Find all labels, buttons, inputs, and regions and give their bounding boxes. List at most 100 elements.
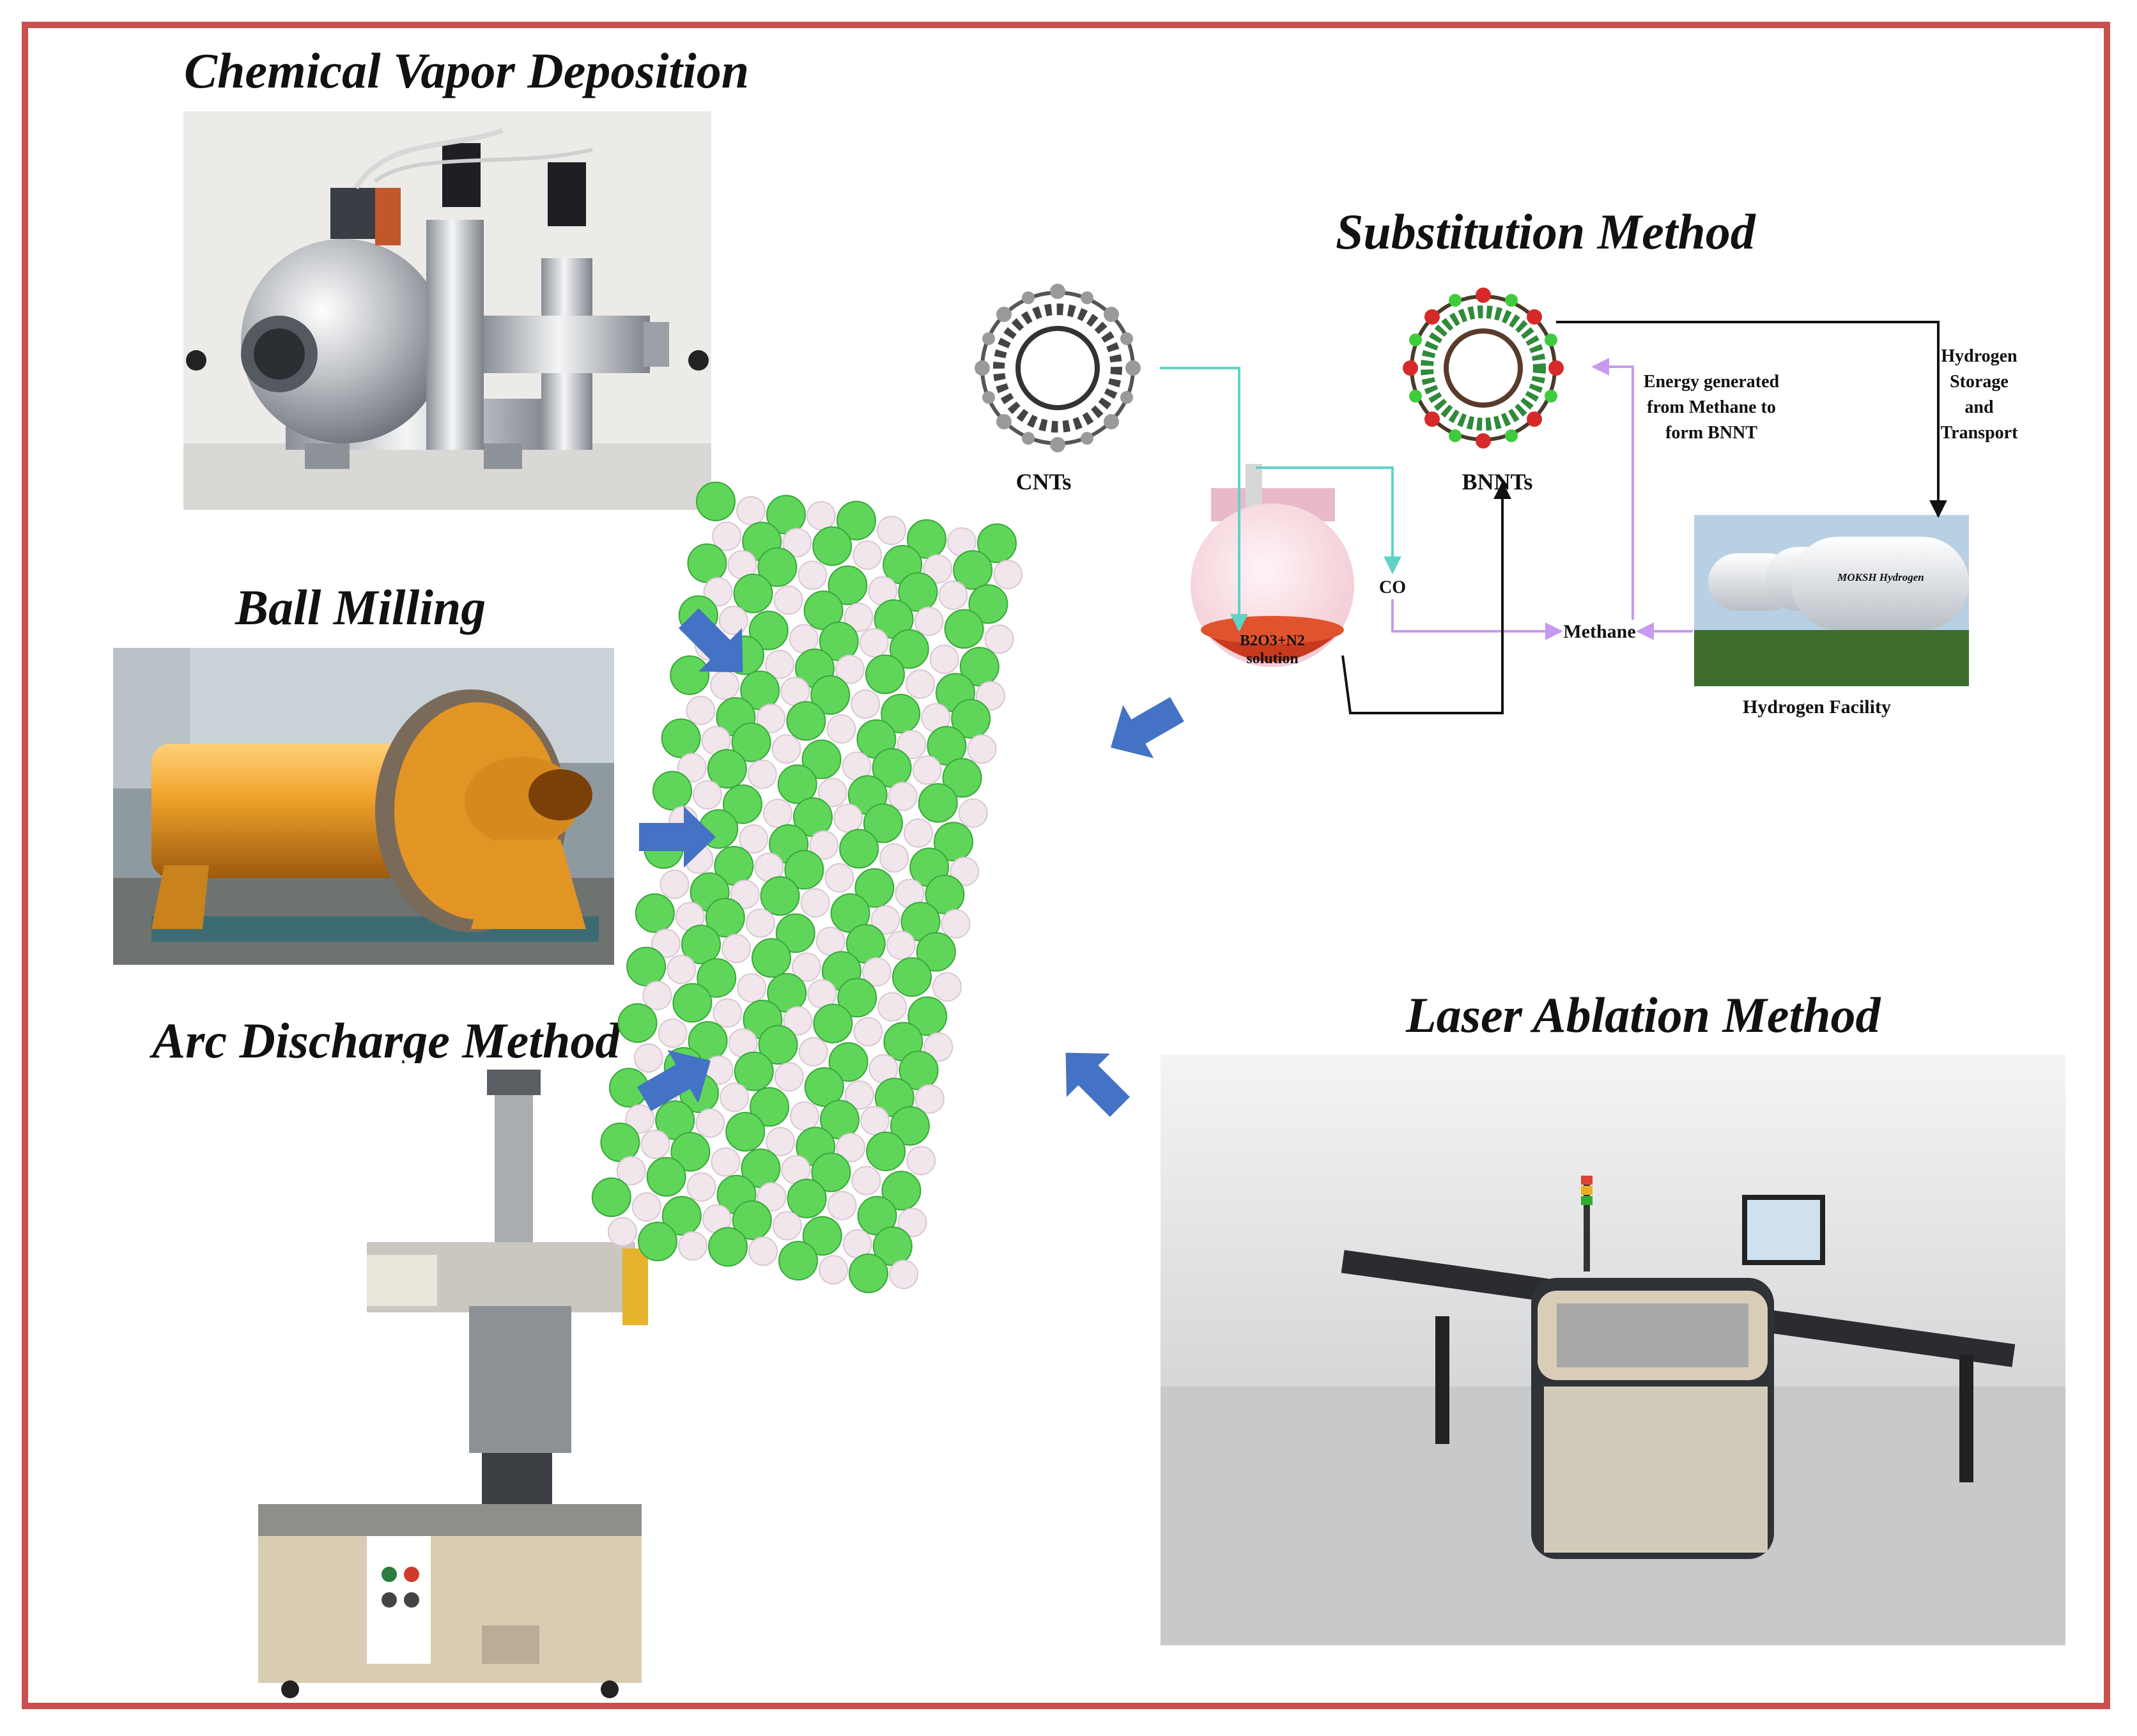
nitrogen-atom [833, 803, 863, 833]
boron-atom [953, 550, 993, 590]
boron-atom [889, 629, 929, 669]
boron-atom [812, 526, 852, 566]
nitrogen-atom [904, 818, 933, 848]
nitrogen-atom [889, 1259, 918, 1289]
boron-atom [839, 829, 879, 869]
nitrogen-atom [844, 603, 874, 633]
nitrogen-atom [763, 799, 792, 828]
boron-atom [927, 726, 967, 766]
boron-atom [760, 876, 800, 916]
nitrogen-atom [686, 1172, 716, 1202]
boron-atom [813, 1003, 853, 1043]
boron-atom [801, 739, 842, 780]
hydrogen-label-line3: and [1964, 397, 1994, 417]
boron-atom [752, 938, 791, 978]
nitrogen-atom [678, 1231, 707, 1261]
laser-ablation-machine-image [1161, 1054, 2065, 1645]
nitrogen-atom [757, 1182, 787, 1212]
boron-atom [757, 547, 798, 587]
boron-atom [866, 1132, 906, 1171]
boron-atom [734, 1051, 774, 1091]
boron-atom [670, 655, 710, 695]
boron-atom [968, 584, 1008, 624]
nitrogen-atom [800, 888, 830, 918]
nitrogen-atom [739, 824, 769, 854]
boron-atom [828, 1042, 868, 1082]
nitrogen-atom [736, 496, 766, 526]
nitrogen-atom [879, 843, 909, 873]
nitrogen-atom [651, 928, 681, 958]
nitrogen-atom [721, 933, 751, 964]
nitrogen-atom [844, 1080, 874, 1110]
boron-atom [652, 771, 692, 811]
nitrogen-atom [941, 909, 971, 939]
boron-atom [707, 749, 747, 789]
nitrogen-atom [888, 781, 918, 811]
nitrogen-atom [798, 560, 828, 590]
boron-atom [748, 610, 789, 650]
nitrogen-atom [772, 1211, 802, 1241]
boron-atom [775, 913, 815, 953]
nitrogen-atom [792, 952, 821, 982]
nitrogen-atom [712, 521, 742, 551]
boron-atom [959, 647, 999, 687]
nitrogen-atom [807, 979, 837, 1009]
nitrogen-atom [877, 992, 907, 1022]
cvd-apparatus-image [183, 111, 711, 510]
nitrogen-atom [711, 1147, 741, 1177]
boron-atom [854, 868, 895, 908]
boron-atom [892, 957, 932, 997]
boron-atom [758, 1025, 798, 1065]
substitution-method-diagram: MOKSH Hydrogen CNTs BNNTs CO Methane B2O… [960, 272, 2034, 727]
boron-atom [777, 764, 817, 804]
solution-label-line1: B2O3+N2 [1240, 633, 1305, 649]
nitrogen-atom [897, 730, 927, 760]
cnt-tube-icon [975, 284, 1141, 452]
boron-atom [810, 675, 851, 715]
boron-atom [837, 500, 876, 541]
boron-atom [672, 983, 713, 1023]
boron-atom [681, 925, 721, 965]
boron-atom [661, 718, 701, 758]
energy-label-line1: Energy generated [1644, 372, 1780, 392]
arrow-from-substitution [1111, 696, 1184, 758]
nitrogen-atom [783, 1006, 813, 1036]
nitrogen-atom [660, 870, 690, 899]
nitrogen-atom [852, 540, 883, 570]
nitrogen-atom [631, 1192, 661, 1222]
arrow-from-laser-ablation [1065, 1052, 1130, 1117]
hydrogen-facility-image: MOKSH Hydrogen [1694, 515, 1969, 686]
nitrogen-atom [608, 1217, 637, 1247]
energy-label-line2: from Methane to [1647, 397, 1776, 417]
boron-atom [733, 573, 773, 613]
nitrogen-atom [737, 973, 767, 1002]
nitrogen-atom [906, 1146, 936, 1176]
cnts-label: CNTs [1016, 469, 1072, 495]
boron-atom [916, 932, 956, 972]
nitrogen-atom [914, 606, 944, 636]
nitrogen-atom [827, 1190, 857, 1220]
energy-label-line3: form BNNT [1665, 423, 1757, 443]
boron-atom [804, 1067, 844, 1107]
boron-atom [951, 699, 991, 739]
ball-mill-image [113, 648, 614, 965]
boron-atom [898, 572, 938, 612]
nitrogen-atom [745, 908, 775, 938]
boron-atom [731, 722, 771, 762]
nitrogen-atom [929, 644, 959, 674]
arrow-from-ball-milling [639, 806, 716, 868]
title-chemical-vapor-deposition: Chemical Vapor Deposition [184, 43, 750, 98]
nitrogen-atom [984, 624, 1014, 654]
nitrogen-atom [950, 857, 980, 886]
nitrogen-atom [713, 998, 743, 1028]
boron-atom [697, 958, 737, 998]
boron-atom [784, 850, 824, 890]
boron-atom [802, 1216, 842, 1256]
boron-atom [907, 996, 948, 1036]
boron-atom [918, 783, 958, 823]
nitrogen-atom [789, 624, 819, 654]
boron-atom [907, 519, 946, 559]
boron-atom [942, 758, 982, 798]
nitrogen-atom [677, 753, 707, 783]
